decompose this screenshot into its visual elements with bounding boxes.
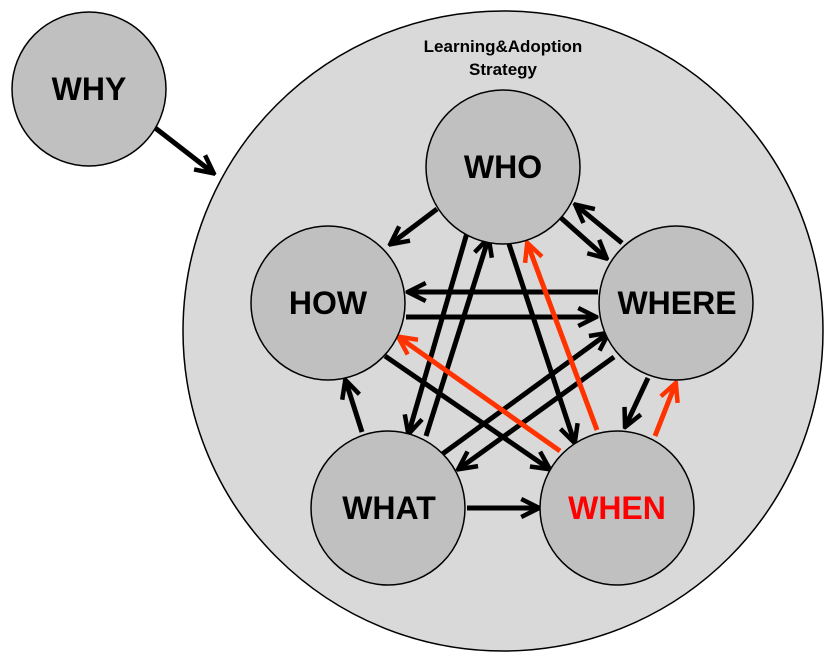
what-to-how-arrow <box>346 382 365 433</box>
what-label: WHAT <box>342 490 436 526</box>
where-to-who-arrow <box>577 206 624 245</box>
where-label: WHERE <box>617 285 736 321</box>
who-node <box>425 89 581 245</box>
how-node <box>250 225 406 381</box>
why-to-strategy-arrow <box>152 125 212 172</box>
where-node <box>598 225 754 381</box>
who-to-how-arrow <box>392 207 439 243</box>
who-to-where-arrow <box>558 215 605 257</box>
where-to-when-arrow <box>626 376 651 425</box>
strategy-title-line1: Learning&Adoption <box>424 37 583 56</box>
what-to-where-arrow <box>439 334 607 458</box>
when-label: WHEN <box>568 490 666 526</box>
how-label: HOW <box>289 285 368 321</box>
black-arrows <box>346 206 651 508</box>
who-to-what-arrow <box>409 225 472 432</box>
why-node <box>11 11 167 167</box>
who-label: WHO <box>464 149 542 185</box>
how-to-when-arrow <box>383 353 548 468</box>
when-node <box>539 430 695 586</box>
what-node <box>310 430 466 586</box>
who-to-when-arrow <box>506 243 574 441</box>
when-to-how-arrow <box>400 338 562 454</box>
when-to-where-arrow <box>652 385 675 437</box>
what-to-who-arrow <box>423 240 488 437</box>
when-to-who-arrow <box>528 245 600 431</box>
where-to-what-arrow <box>460 354 616 468</box>
strategy-title-line2: Strategy <box>469 60 538 79</box>
why-label: WHY <box>52 71 127 107</box>
red-arrows <box>400 245 675 454</box>
